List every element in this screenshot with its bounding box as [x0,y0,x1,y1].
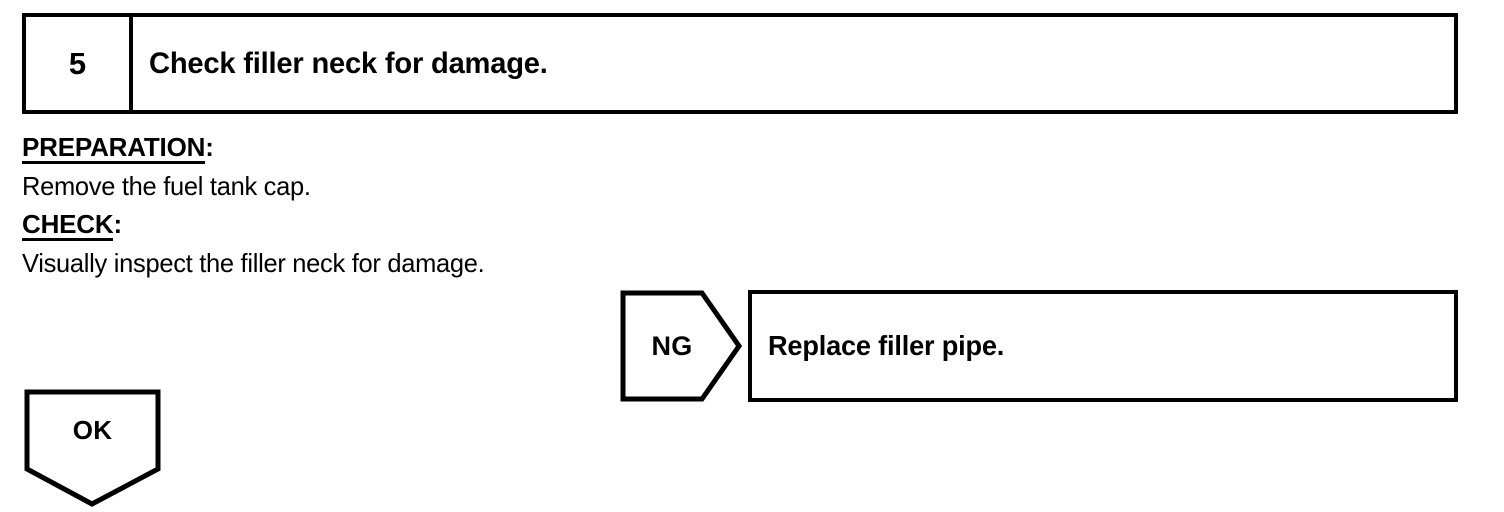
ng-action-box: Replace filler pipe. [748,290,1458,402]
step-header-table: 5 Check filler neck for damage. [22,13,1458,114]
step-title-cell: Check filler neck for damage. [133,17,1454,110]
ng-action-text: Replace filler pipe. [768,330,1005,361]
ng-arrow-icon [620,290,742,402]
preparation-heading-colon: : [205,132,214,162]
step-number: 5 [68,46,87,81]
preparation-text: Remove the fuel tank cap. [22,171,311,201]
ng-branch-arrow: NG [620,290,742,402]
step-body: PREPARATION: Remove the fuel tank cap. C… [22,134,922,288]
preparation-heading: PREPARATION: [22,134,922,164]
preparation-heading-text: PREPARATION [22,132,206,164]
check-text: Visually inspect the filler neck for dam… [22,248,485,278]
step-title: Check filler neck for damage. [149,46,548,80]
ok-branch-label: OK [72,414,113,445]
check-heading-text: CHECK [22,209,114,241]
step-number-cell: 5 [26,17,133,110]
ok-branch-arrow: OK [24,389,161,507]
check-heading-colon: : [113,209,122,239]
ng-branch-label: NG [651,330,693,361]
check-heading: CHECK: [22,211,922,241]
ok-arrow-icon [24,389,161,507]
